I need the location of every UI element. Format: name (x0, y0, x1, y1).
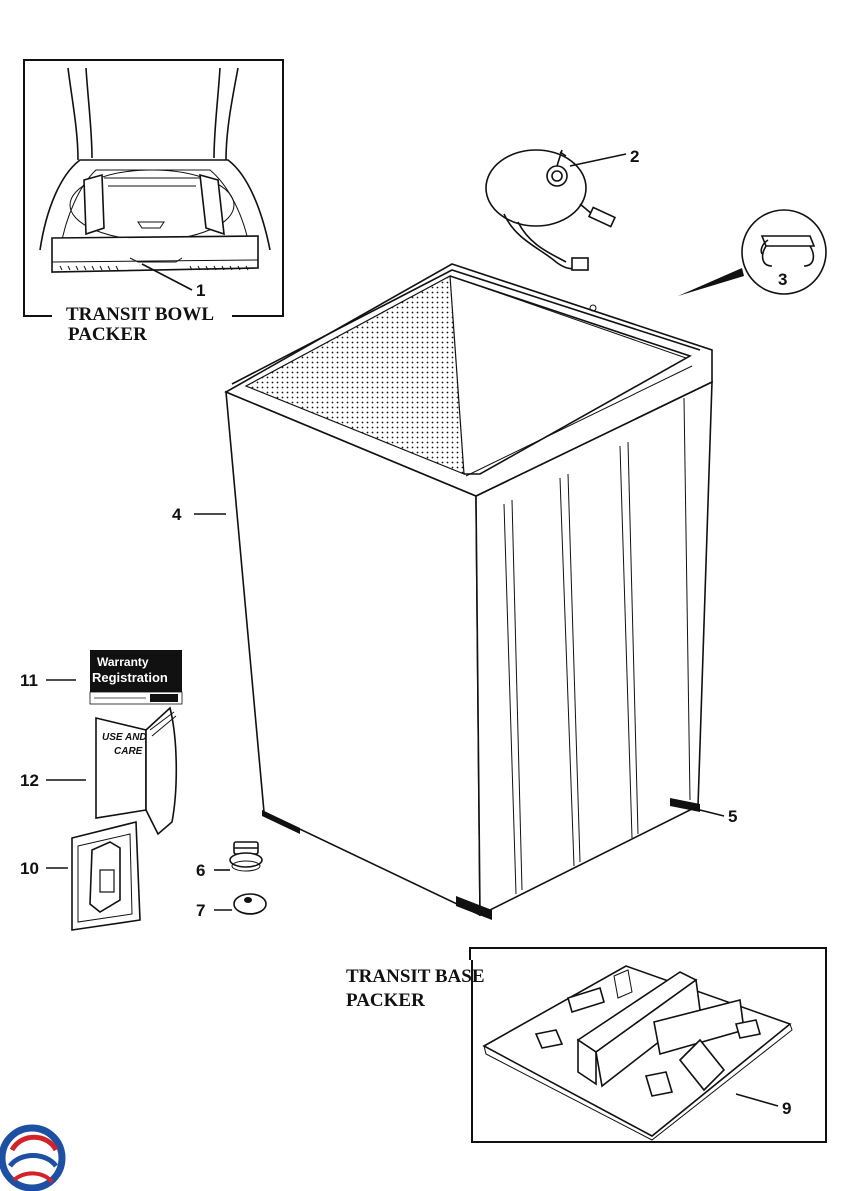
brand-logo (0, 1124, 66, 1191)
part-7-bush: 7 (196, 893, 267, 920)
callout-3: 3 (778, 270, 787, 289)
bowl-packer-caption-line2: PACKER (68, 324, 147, 345)
base-packer-inset: TRANSIT BASE PACKER 9 (346, 947, 827, 1143)
bowl-packer-inset: 1 TRANSIT BOWL PACKER (23, 59, 284, 345)
warranty-card-line1: Warranty (97, 655, 149, 669)
part-12-use-and-care-booklet: USE AND CARE 12 (20, 706, 178, 836)
manual-cover-line1: USE AND (102, 732, 147, 743)
cabinet-top-perforated-panel (244, 275, 465, 475)
callout-4: 4 (172, 505, 182, 524)
warranty-card-line2: Registration (92, 670, 168, 685)
callout-9: 9 (782, 1099, 791, 1118)
callout-12: 12 (20, 771, 39, 790)
callout-5: 5 (728, 807, 737, 826)
callout-6: 6 (196, 861, 205, 880)
part-10-parts-bag: 10 (20, 820, 141, 931)
callout-10: 10 (20, 859, 39, 878)
leader-9 (735, 1093, 779, 1107)
base-packer-caption-line1: TRANSIT BASE (346, 966, 485, 987)
part-4-cabinet: 4 5 (172, 263, 737, 920)
base-packer-caption-line2: PACKER (346, 990, 425, 1011)
part-2-hose-assembly: 2 (485, 147, 639, 271)
part-11-warranty-card: Warranty Registration 11 (20, 650, 183, 705)
packer-vent-marks (59, 265, 249, 271)
part-6-plug: 6 (196, 841, 263, 880)
callout-7: 7 (196, 901, 205, 920)
callout-11: 11 (20, 671, 38, 690)
leader-1 (141, 263, 193, 291)
bowl-packer-caption-line1: TRANSIT BOWL (66, 304, 214, 325)
part-3-clip: 3 (678, 209, 827, 296)
leader-2 (569, 153, 627, 167)
callout-1: 1 (196, 281, 205, 300)
leader-5 (683, 805, 725, 817)
callout-2: 2 (630, 147, 639, 166)
manual-cover-line2: CARE (114, 746, 143, 757)
